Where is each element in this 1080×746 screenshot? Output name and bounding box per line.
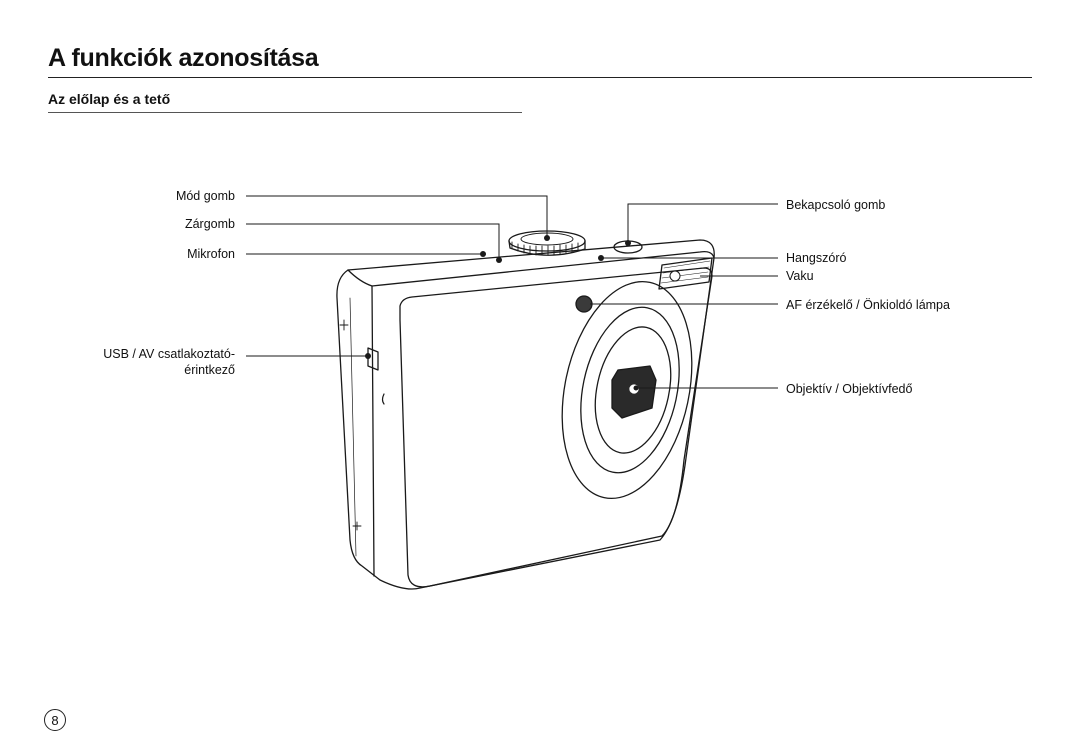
label-lens: Objektív / Objektívfedő bbox=[786, 382, 913, 396]
label-af-sensor: AF érzékelő / Önkioldó lámpa bbox=[786, 298, 950, 312]
page-title: A funkciók azonosítása bbox=[48, 44, 319, 72]
page-number: 8 bbox=[44, 709, 66, 731]
camera-front-panel bbox=[399, 267, 713, 588]
label-mode-button: Mód gomb bbox=[175, 189, 235, 203]
label-power-button: Bekapcsoló gomb bbox=[786, 198, 886, 212]
camera-body-outline bbox=[336, 239, 715, 590]
title-divider bbox=[48, 77, 1032, 78]
leader-lines bbox=[246, 195, 778, 389]
label-usb-av-line1: USB / AV csatlakoztató- bbox=[103, 347, 235, 361]
camera-top-edge bbox=[347, 250, 715, 287]
leader-dots bbox=[365, 235, 639, 391]
lens-assembly bbox=[561, 280, 693, 500]
label-flash: Vaku bbox=[786, 269, 814, 283]
label-shutter-button: Zárgomb bbox=[184, 217, 235, 231]
usb-port-shape bbox=[367, 347, 379, 371]
label-usb-av-line2: érintkező bbox=[184, 363, 235, 377]
subtitle-divider bbox=[48, 112, 522, 113]
flash-window bbox=[658, 257, 713, 290]
label-speaker: Hangszóró bbox=[786, 251, 847, 265]
af-lamp-shape bbox=[575, 295, 593, 313]
section-subtitle: Az előlap és a tető bbox=[48, 91, 171, 107]
label-microphone: Mikrofon bbox=[187, 247, 235, 261]
camera-side-face bbox=[371, 285, 375, 577]
